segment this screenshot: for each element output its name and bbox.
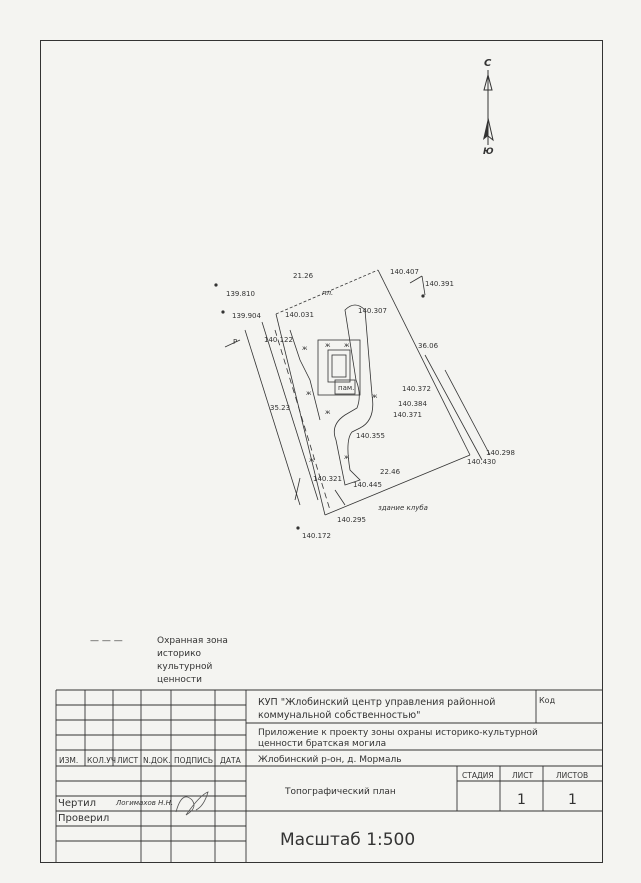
- elevation-label: 140.430: [467, 458, 496, 466]
- elevation-label: 139.810: [226, 290, 255, 298]
- title-block: [55, 689, 603, 863]
- checked-label: Проверил: [58, 813, 109, 824]
- site-plan: ж ж ж ж ж ж ж ж: [214, 269, 491, 530]
- club-building-label: здание клуба: [378, 504, 428, 512]
- code-label: Код: [539, 696, 556, 705]
- svg-text:ж: ж: [325, 409, 331, 416]
- stage-label: СТАДИЯ: [462, 771, 494, 780]
- elevation-label: 140.295: [337, 516, 366, 524]
- legend-line: Охранная зона: [157, 636, 228, 646]
- dimension-labels: 21.26 36.06 35.23 22.46: [270, 272, 439, 476]
- column-header: КОЛ.УЧ: [87, 756, 116, 765]
- legend-line: историко: [157, 649, 202, 659]
- elevation-label: 140.407: [390, 268, 419, 276]
- elevation-label: 140.372: [402, 385, 431, 393]
- elevation-label: 140.384: [398, 400, 427, 408]
- elevation-labels: 139.810 139.904 140.031 140.307 140.407 …: [226, 268, 515, 540]
- square-label: пл.: [322, 289, 333, 297]
- svg-text:ж: ж: [344, 454, 350, 461]
- column-header: ЛИСТ: [117, 756, 138, 765]
- column-header: ИЗМ.: [59, 756, 78, 765]
- elevation-label: 140.298: [486, 449, 515, 457]
- svg-text:ж: ж: [309, 457, 315, 464]
- dimension-label: 21.26: [293, 272, 314, 280]
- column-header: N.ДОК.: [143, 756, 170, 765]
- svg-text:ж: ж: [306, 390, 312, 397]
- dimension-label: 35.23: [270, 404, 290, 412]
- column-header: ДАТА: [220, 756, 242, 765]
- legend-symbol: — — —: [90, 636, 123, 646]
- elevation-label: 140.031: [285, 311, 314, 319]
- column-header: ПОДПИСЬ: [174, 756, 213, 765]
- scale-text: Масштаб 1:500: [280, 830, 415, 850]
- elevation-label: 140.371: [393, 411, 422, 419]
- project-line1: Приложение к проекту зоны охраны историк…: [258, 728, 538, 738]
- drew-label: Чертил: [58, 798, 96, 809]
- drew-name: Логимахов Н.Н.: [115, 799, 173, 807]
- dimension-label: 22.46: [380, 468, 401, 476]
- location-text: Жлобинский р-он, д. Мормаль: [258, 755, 402, 765]
- elevation-label: 140.307: [358, 307, 387, 315]
- project-line2: ценности братская могила: [258, 739, 386, 749]
- sheets-value: 1: [568, 792, 577, 808]
- elevation-label: 139.904: [232, 312, 261, 320]
- svg-text:ж: ж: [372, 393, 378, 400]
- south-letter: Ю: [483, 147, 494, 157]
- signature: [175, 791, 209, 816]
- sheet-label: ЛИСТ: [512, 771, 533, 780]
- svg-text:ж: ж: [325, 342, 331, 349]
- point-mark-label: Р: [233, 338, 237, 346]
- monument-label: пам.: [338, 384, 354, 392]
- organization-line2: коммунальной собственностью": [258, 710, 420, 721]
- elevation-label: 140.122: [264, 336, 293, 344]
- drawing-frame: [40, 40, 603, 863]
- elevation-label: 140.355: [356, 432, 385, 440]
- north-letter: С: [484, 58, 492, 69]
- svg-text:ж: ж: [302, 345, 308, 352]
- north-arrow-icon: С Ю: [483, 58, 494, 157]
- sheets-label: ЛИСТОВ: [556, 771, 588, 780]
- legend-line: ценности: [157, 675, 202, 685]
- sheet-value: 1: [517, 792, 526, 808]
- svg-text:ж: ж: [344, 342, 350, 349]
- drawing-title: Топографический план: [284, 787, 396, 797]
- elevation-label: 140.445: [353, 481, 382, 489]
- dimension-label: 36.06: [418, 342, 439, 350]
- organization-line1: КУП "Жлобинский центр управления районно…: [258, 697, 495, 708]
- legend-line: культурной: [157, 662, 212, 672]
- elevation-label: 140.391: [425, 280, 454, 288]
- elevation-label: 140.172: [302, 532, 331, 540]
- elevation-label: 140.321: [313, 475, 342, 483]
